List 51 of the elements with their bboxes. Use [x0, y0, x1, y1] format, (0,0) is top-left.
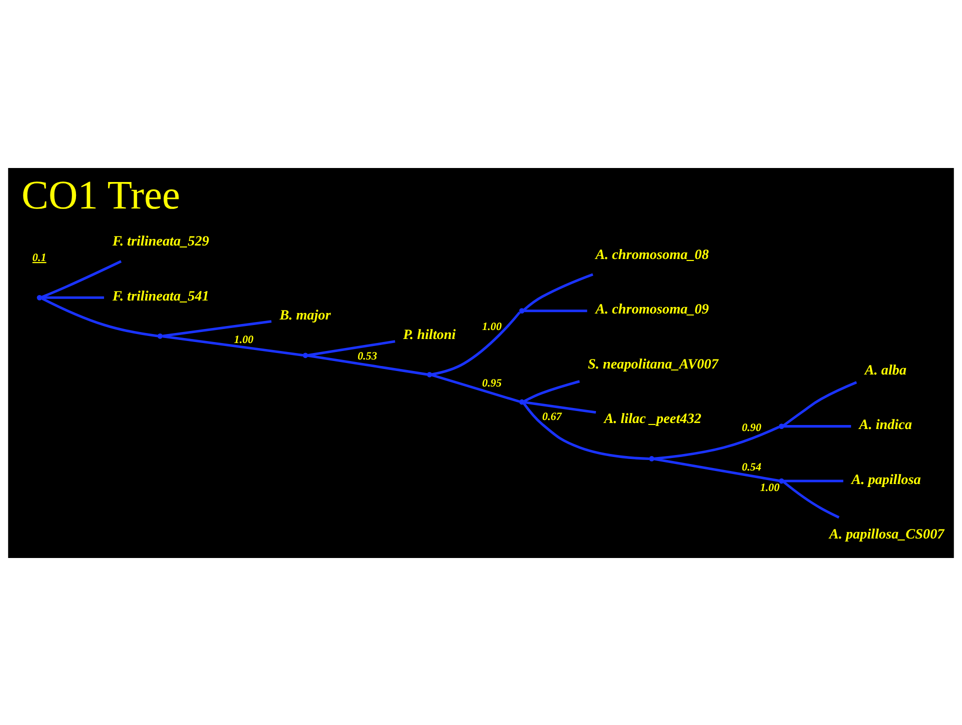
node-point — [157, 332, 163, 338]
connector — [162, 334, 304, 356]
connector — [308, 340, 396, 356]
node-text: A. indica — [859, 416, 912, 433]
node-label: 1.00 — [760, 482, 780, 494]
node-text: S. neapolitana_AV007 — [588, 356, 718, 372]
connector — [654, 425, 780, 460]
connector — [42, 296, 104, 298]
node-point — [778, 478, 784, 484]
node-text: P. hiltoni — [403, 326, 456, 342]
node-text: A. papillosa — [852, 471, 921, 488]
diagram-title: CO1 Tree — [21, 172, 180, 218]
connector — [523, 272, 594, 310]
node-text: A. chromosoma_09 — [595, 301, 709, 318]
node-text: F. trilineata_541 — [112, 288, 210, 304]
edge-label: 0.54 — [742, 461, 762, 474]
node-point — [426, 371, 432, 377]
connector — [431, 373, 520, 402]
edge-label: 0.53 — [358, 350, 378, 362]
edge-label: 1.00 — [482, 320, 502, 332]
node-text: B. major — [280, 307, 331, 324]
node-text: F. trilineata_529 — [112, 233, 210, 250]
node-text: A. papillosa_CS007 — [829, 526, 944, 542]
label: 0.1 — [32, 251, 46, 264]
connector — [784, 424, 852, 428]
node-point — [778, 423, 784, 428]
node-point — [36, 294, 42, 300]
connector — [524, 380, 580, 402]
connector — [42, 296, 158, 337]
edge-label: 0.67 — [542, 410, 562, 423]
connector — [654, 457, 780, 482]
connector — [308, 354, 428, 376]
node-point — [649, 456, 654, 461]
connector — [784, 479, 844, 482]
connector — [42, 260, 122, 298]
connector — [782, 380, 857, 426]
connector — [162, 320, 272, 337]
connector — [782, 480, 840, 518]
connector — [524, 309, 588, 312]
node-text: A. chromosoma_08 — [595, 246, 709, 262]
node-point — [519, 308, 525, 314]
edge-label: 1.00 — [234, 334, 254, 346]
connector — [432, 311, 521, 376]
node-text: A. lilac _peet432 — [604, 410, 702, 426]
node-text: A. alba — [864, 362, 906, 378]
edge-label: 0.90 — [742, 422, 762, 434]
edge-label: 0.95 — [482, 377, 502, 390]
connector — [524, 400, 596, 414]
node-point — [519, 398, 525, 404]
node-point — [302, 352, 308, 358]
connector — [522, 402, 650, 460]
